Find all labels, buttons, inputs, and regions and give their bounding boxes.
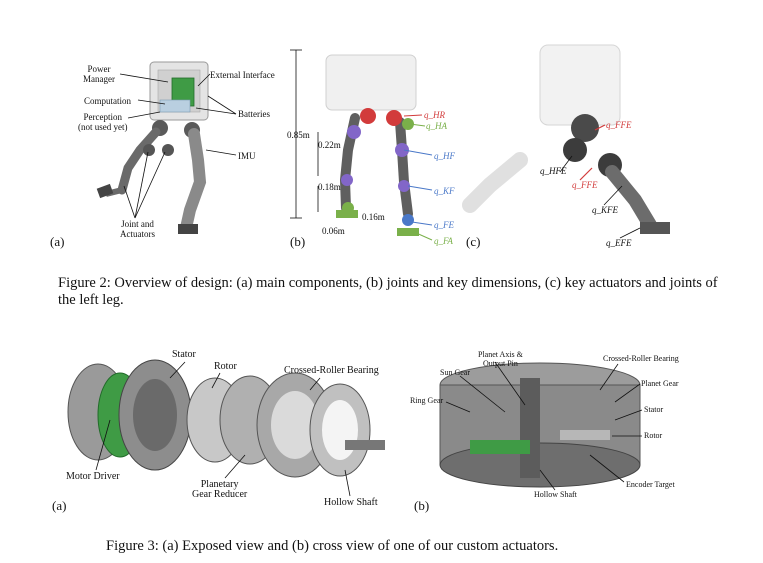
label-rotor-a: Rotor — [214, 361, 237, 372]
figure3-caption: Figure 3: (a) Exposed view and (b) cross… — [106, 538, 559, 554]
joint-label-fe: q_FE — [434, 220, 454, 230]
label-encoder: Encoder Target — [626, 480, 675, 489]
label-hollow-shaft-a: Hollow Shaft — [324, 497, 378, 508]
label-sun-gear: Sun Gear — [440, 368, 470, 377]
label-ring-gear: Ring Gear — [410, 396, 444, 405]
dim-foot-len: 0.16m — [362, 212, 385, 222]
joint-label-ha: q_HA — [426, 121, 447, 131]
label-planet-gear: Planet Gear — [641, 379, 679, 388]
label-hollow-shaft-b: Hollow Shaft — [534, 490, 577, 499]
joint-label-hf: q_HF — [434, 151, 455, 161]
label-rotor-b: Rotor — [644, 431, 663, 440]
figure2-caption: Figure 2: Overview of design: (a) main c… — [58, 275, 718, 308]
joint-label-c-hfe: q_HFE — [540, 166, 567, 176]
label-imu: IMU — [238, 151, 256, 161]
label-computation: Computation — [84, 96, 131, 106]
label-external-interface: External Interface — [210, 70, 275, 80]
joint-label-c-efe: q_EFE — [606, 238, 632, 248]
label-stator-b: Stator — [644, 405, 664, 414]
joint-label-hr: q_HR — [424, 110, 445, 120]
dim-total-height: 0.85m — [287, 130, 310, 140]
fig2-panel-a-letter: (a) — [50, 234, 65, 249]
label-motor-driver: Motor Driver — [66, 471, 120, 482]
fig3-panel-a-letter: (a) — [52, 498, 67, 513]
joint-label-c-kfe: q_KFE — [592, 205, 618, 215]
joint-label-c-ffe: q_FFE — [572, 180, 598, 190]
fig2-panel-b-letter: (b) — [290, 234, 306, 249]
label-planet-axis: Planet Axis &Output Pin — [478, 350, 523, 368]
dim-foot-h: 0.06m — [322, 226, 345, 236]
fig2-panel-c-letter: (c) — [466, 234, 481, 249]
joint-label-kf: q_KF — [434, 186, 455, 196]
label-crossed-roller-b: Crossed-Roller Bearing — [603, 354, 679, 363]
joint-label-c-ffe-top: q_FFE — [606, 120, 632, 130]
label-batteries: Batteries — [238, 109, 270, 119]
dim-upper: 0.22m — [318, 140, 341, 150]
fig3-panel-b-letter: (b) — [414, 498, 430, 513]
label-crossed-roller-a: Crossed-Roller Bearing — [284, 365, 379, 376]
joint-label-fa: q_FA — [434, 236, 453, 246]
label-perception: Perception(not used yet) — [78, 112, 128, 132]
label-stator-a: Stator — [172, 349, 196, 360]
dim-lower: 0.18m — [318, 182, 341, 192]
